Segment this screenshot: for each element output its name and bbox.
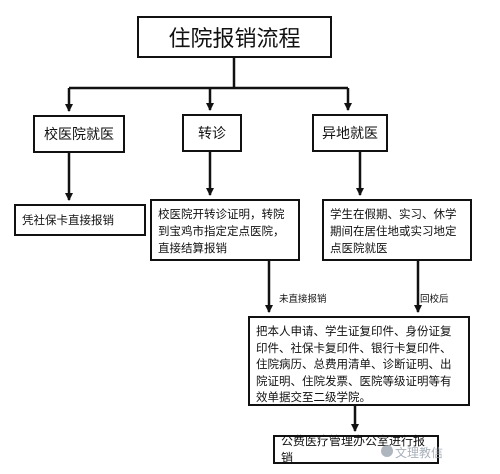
- flowchart-title: 住院报销流程: [168, 27, 301, 52]
- submit-documents-node: 把本人申请、学生证复印件、身份证复印件、社保卡复印件、银行卡复印件、住院病历、总…: [248, 316, 470, 406]
- not-direct-edge-label: 未直接报销: [279, 294, 327, 305]
- social-card-reimburse-node: 凭社保卡直接报销: [14, 204, 146, 236]
- submit-documents-text: 把本人申请、学生证复印件、身份证复印件、社保卡复印件、银行卡复印件、住院病历、总…: [256, 324, 452, 404]
- transfer-certificate-text: 校医院开转诊证明，转院到宝鸡市指定定点医院，直接结算报销: [158, 207, 285, 255]
- transfer-node: 转诊: [182, 114, 242, 152]
- medical-office-node: 公费医疗管理办公室进行报销: [273, 433, 439, 465]
- social-card-reimburse-text: 凭社保卡直接报销: [22, 212, 114, 227]
- holiday-treatment-node: 学生在假期、实习、休学期间在居住地或实习地定点医院就医: [322, 199, 472, 261]
- after-return-edge-label: 回校后: [420, 294, 449, 305]
- remote-treatment-label: 异地就医: [322, 126, 378, 142]
- transfer-certificate-node: 校医院开转诊证明，转院到宝鸡市指定定点医院，直接结算报销: [150, 199, 300, 261]
- medical-office-text: 公费医疗管理办公室进行报销: [281, 433, 426, 465]
- campus-hospital-label: 校医院就医: [44, 127, 114, 143]
- watermark-logo-icon: [381, 445, 393, 457]
- watermark-text: 文理教信: [395, 446, 444, 460]
- flowchart-title-box: 住院报销流程: [137, 16, 332, 58]
- remote-treatment-node: 异地就医: [312, 114, 388, 152]
- transfer-label: 转诊: [198, 126, 226, 142]
- campus-hospital-node: 校医院就医: [33, 115, 125, 153]
- holiday-treatment-text: 学生在假期、实习、休学期间在居住地或实习地定点医院就医: [330, 207, 457, 255]
